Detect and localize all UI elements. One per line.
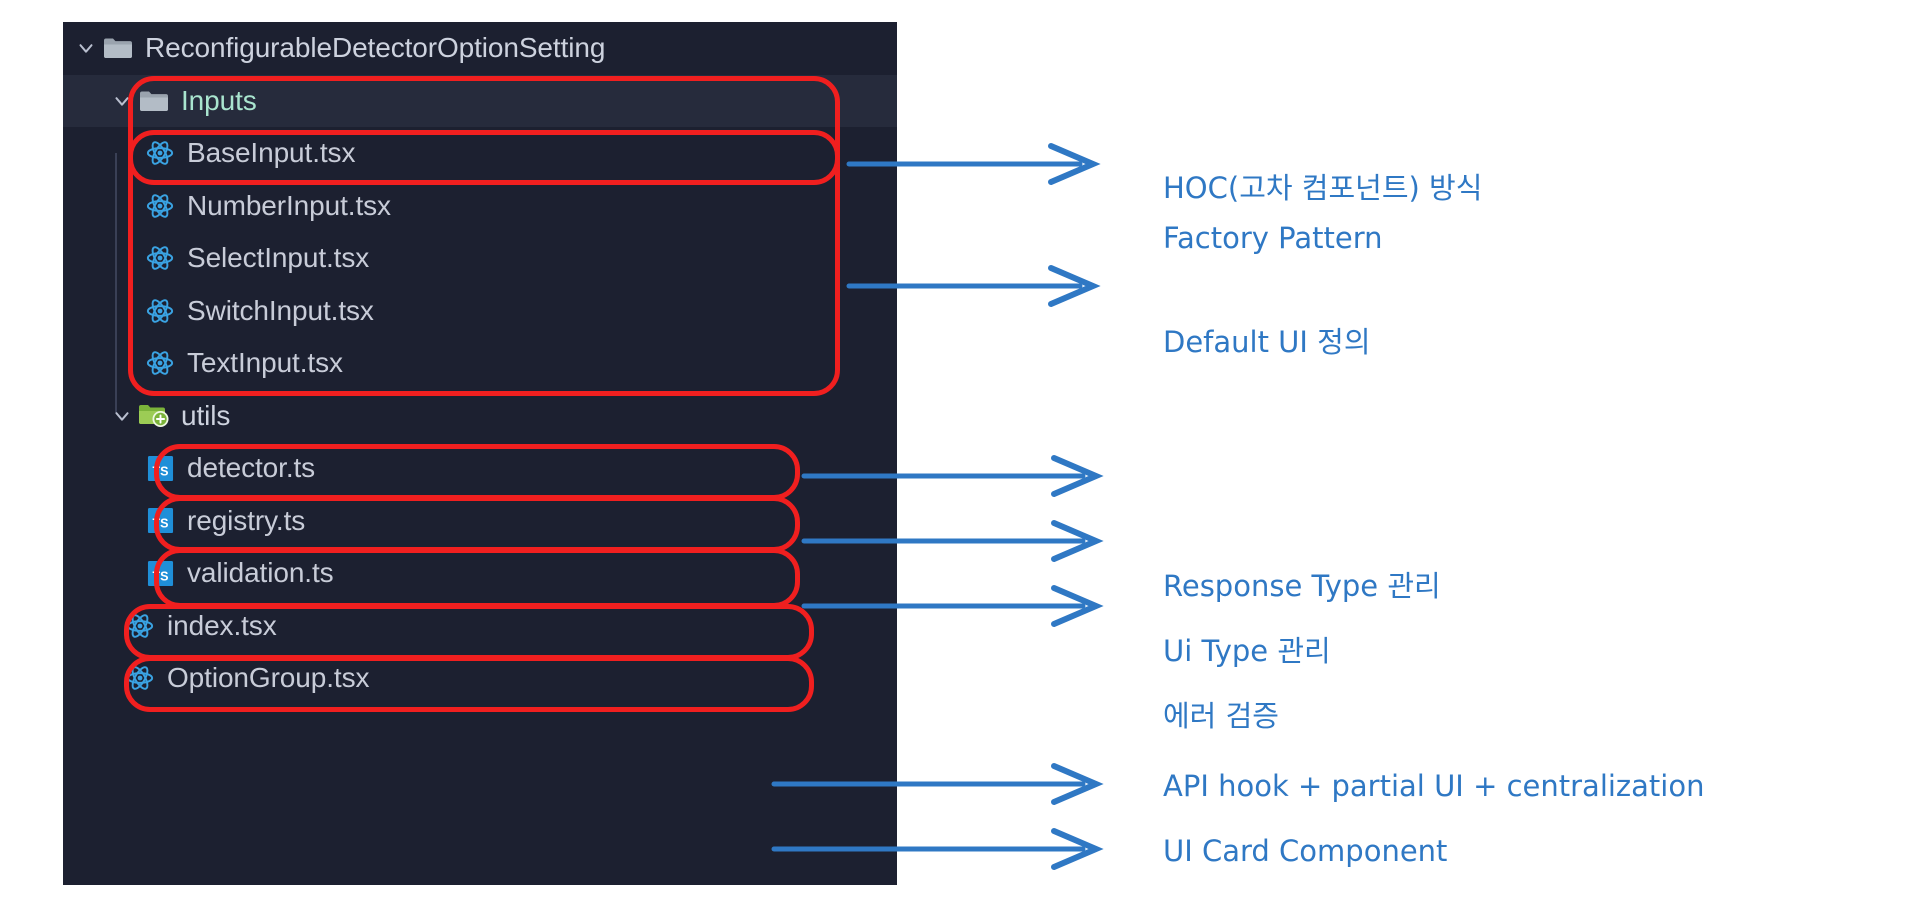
tree-row-label: TextInput.tsx — [187, 347, 343, 379]
arrow-to-inputs-group — [846, 265, 1101, 307]
tree-row-label: ReconfigurableDetectorOptionSetting — [145, 32, 606, 64]
annotation-ui-card: UI Card Component — [1163, 834, 1448, 868]
react-icon — [143, 244, 177, 272]
annotation-error-validation: 에러 검증 — [1163, 699, 1279, 733]
tree-row[interactable]: SelectInput.tsx — [63, 232, 897, 285]
chevron-down-icon[interactable] — [107, 405, 137, 427]
arrow-to-registry — [801, 520, 1104, 562]
arrow-to-optiongroup — [771, 828, 1104, 870]
tree-row[interactable]: TS validation.ts — [63, 547, 897, 600]
tree-row[interactable]: TS detector.ts — [63, 442, 897, 495]
react-icon — [123, 612, 157, 640]
chevron-down-icon[interactable] — [71, 37, 101, 59]
typescript-icon: TS — [143, 455, 177, 482]
svg-text:TS: TS — [152, 464, 168, 478]
react-icon — [143, 192, 177, 220]
annotation-hoc-line1: HOC(고차 컴포넌트) 방식 — [1163, 171, 1483, 205]
typescript-icon: TS — [143, 560, 177, 587]
tree-row-label: NumberInput.tsx — [187, 189, 391, 221]
tree-row-label: validation.ts — [187, 557, 334, 589]
tree-row-label: registry.ts — [187, 504, 306, 536]
tree-row-label: Inputs — [181, 84, 257, 116]
annotation-ui-type: Ui Type 관리 — [1163, 634, 1331, 668]
tree-row[interactable]: TextInput.tsx — [63, 337, 897, 390]
react-icon — [143, 349, 177, 377]
typescript-icon: TS — [143, 507, 177, 534]
file-explorer-panel: ReconfigurableDetectorOptionSetting Inpu… — [63, 22, 897, 885]
tree-row[interactable]: ReconfigurableDetectorOptionSetting — [63, 22, 897, 75]
react-icon — [143, 297, 177, 325]
tree-row[interactable]: SwitchInput.tsx — [63, 285, 897, 338]
annotation-response-type: Response Type 관리 — [1163, 569, 1441, 603]
tree-row[interactable]: utils — [63, 390, 897, 443]
folder-added-icon — [137, 403, 171, 429]
arrow-to-detector — [801, 455, 1104, 497]
react-icon — [123, 664, 157, 692]
tree-row[interactable]: Inputs — [63, 74, 897, 127]
indent-guide — [115, 153, 117, 413]
tree-row[interactable]: BaseInput.tsx — [63, 127, 897, 180]
svg-text:TS: TS — [152, 569, 168, 583]
tree-row[interactable]: index.tsx — [63, 600, 897, 653]
svg-text:TS: TS — [152, 517, 168, 531]
annotation-hoc-line2: Factory Pattern — [1163, 221, 1383, 255]
tree-row-label: BaseInput.tsx — [187, 137, 356, 169]
tree-row-label: index.tsx — [167, 609, 277, 641]
react-icon — [143, 139, 177, 167]
tree-row-label: utils — [181, 399, 231, 431]
arrow-to-index — [771, 763, 1104, 805]
tree-row[interactable]: NumberInput.tsx — [63, 180, 897, 233]
tree-row[interactable]: OptionGroup.tsx — [63, 652, 897, 705]
tree-row-label: detector.ts — [187, 452, 316, 484]
tree-row-label: SwitchInput.tsx — [187, 294, 374, 326]
tree-row-label: SelectInput.tsx — [187, 242, 370, 274]
annotation-api-hook: API hook + partial UI + centralization — [1163, 769, 1705, 803]
arrow-to-validation — [801, 585, 1104, 627]
folder-open-icon — [101, 36, 135, 60]
annotation-default-ui: Default UI 정의 — [1163, 325, 1371, 359]
arrow-to-baseinput — [846, 143, 1101, 185]
tree-row[interactable]: TS registry.ts — [63, 495, 897, 548]
folder-open-icon — [137, 89, 171, 113]
chevron-down-icon[interactable] — [107, 90, 137, 112]
tree-row-label: OptionGroup.tsx — [167, 662, 370, 694]
